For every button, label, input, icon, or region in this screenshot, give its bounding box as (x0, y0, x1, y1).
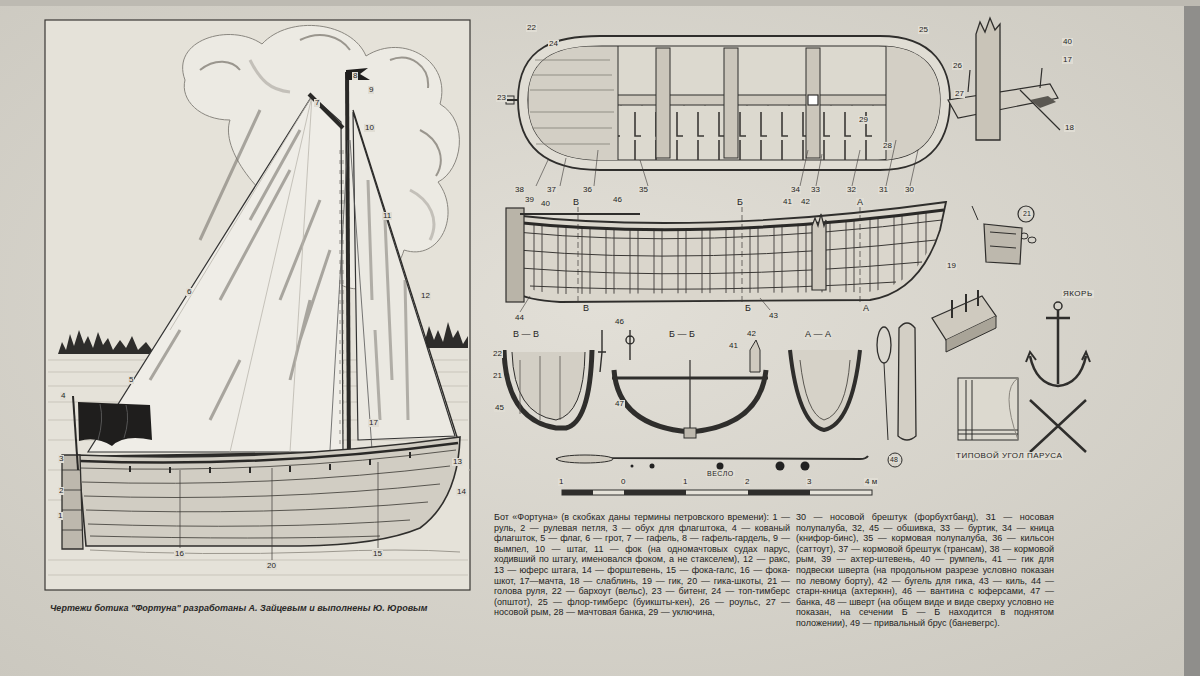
callout-number: 39 (524, 196, 535, 204)
callout-number: 22 (492, 350, 503, 358)
callout-number: 21 (492, 372, 503, 380)
callout-number: 35 (638, 186, 649, 194)
side-section (506, 202, 948, 312)
callout-number: 16 (174, 550, 185, 558)
callout-number: 32 (846, 186, 857, 194)
callout-number: 46 (612, 196, 623, 204)
callout-number: 42 (800, 198, 811, 206)
callout-number: 41 (782, 198, 793, 206)
callout-number: 38 (514, 186, 525, 194)
general-view (45, 20, 470, 590)
callout-number: 30 (904, 186, 915, 194)
callout-number: 42 (746, 330, 757, 338)
callout-number: 13 (452, 458, 463, 466)
drawing-note: ЯКОРЬ (1062, 290, 1094, 298)
callout-number: 34 (790, 186, 801, 194)
callout-number: 4 м (864, 478, 878, 486)
section-mark: А (862, 304, 870, 313)
drawing-note: ТИПОВОЙ УГОЛ ПАРУСА (955, 452, 1063, 460)
section-mark: Б — Б (668, 330, 696, 339)
callout-number: 23 (496, 94, 507, 102)
section-mark: В (582, 304, 590, 313)
plan-view (500, 36, 962, 186)
section-mark: Б (736, 198, 744, 207)
callout-number: 2 (744, 478, 750, 486)
section-mark: Б (744, 304, 752, 313)
callout-number: 41 (728, 342, 739, 350)
callout-number: 28 (882, 142, 893, 150)
oar-and-scale (556, 455, 872, 495)
callout-number: 2 (58, 487, 64, 495)
callout-number: 37 (546, 186, 557, 194)
callout-number: 17 (368, 419, 379, 427)
callout-number: 18 (1064, 124, 1075, 132)
callout-number: 45 (494, 404, 505, 412)
callout-number: 17 (1062, 56, 1073, 64)
section-mark: В (572, 198, 580, 207)
detail-drawings (877, 18, 1090, 467)
callout-number: 1 (682, 478, 688, 486)
callout-number: 43 (768, 312, 779, 320)
callout-number: 24 (548, 40, 559, 48)
legend-text: 30 — носовой брештук (форбухтбанд), 31 —… (796, 512, 1054, 629)
callout-number: 46 (614, 318, 625, 326)
callout-number: 8 (352, 72, 358, 80)
callout-number: 5 (128, 376, 134, 384)
callout-number: 19 (946, 262, 957, 270)
callout-number: 47 (614, 400, 625, 408)
callout-number: 29 (858, 116, 869, 124)
callout-number: 12 (420, 292, 431, 300)
callout-number: 20 (266, 562, 277, 570)
callout-number: 44 (514, 314, 525, 322)
callout-number: 22 (526, 24, 537, 32)
callout-number: 11 (382, 212, 392, 220)
legend-text: Бот «Фортуна» (в скобках даны термины пе… (494, 512, 790, 618)
callout-number: 7 (314, 99, 320, 107)
section-mark: В — В (512, 330, 540, 339)
callout-number: 40 (540, 200, 551, 208)
callout-number: 21 (1022, 210, 1032, 217)
callout-number: 3 (806, 478, 812, 486)
section-mark: А (856, 198, 864, 207)
callout-number: 40 (1062, 38, 1073, 46)
drawing-note: ВЕСЛО (706, 470, 735, 477)
callout-number: 33 (810, 186, 821, 194)
callout-number: 9 (368, 86, 374, 94)
callout-number: 1 (558, 478, 564, 486)
callout-number: 0 (620, 478, 626, 486)
callout-number: 26 (952, 62, 963, 70)
callout-number: 31 (878, 186, 889, 194)
callout-number: 36 (582, 186, 593, 194)
callout-number: 3 (58, 455, 64, 463)
callout-number: 1 (57, 512, 63, 520)
callout-number: 48 (889, 456, 899, 463)
callout-number: 25 (918, 26, 929, 34)
section-mark: А — А (804, 330, 832, 339)
callout-number: 14 (456, 488, 467, 496)
credit-caption: Чертежи ботика "Фортуна" разработаны А. … (50, 604, 427, 613)
callout-number: 10 (364, 124, 375, 132)
callout-number: 15 (372, 550, 383, 558)
callout-number: 4 (60, 392, 66, 400)
cross-sections (504, 330, 860, 438)
callout-number: 6 (186, 288, 192, 296)
callout-number: 27 (954, 90, 965, 98)
